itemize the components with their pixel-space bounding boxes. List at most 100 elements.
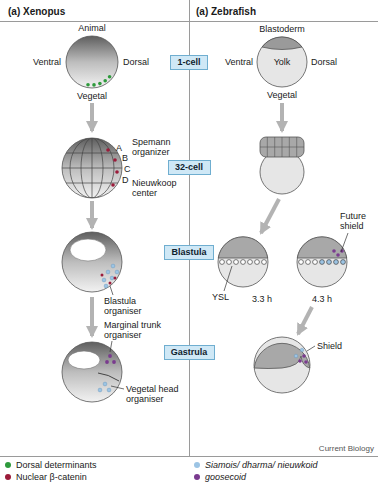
xenopus-blastula [70,239,106,261]
time-label: 3.3 h [244,294,280,304]
axis-label: Dorsal [123,57,163,67]
zebrafish-blastula [341,260,346,265]
zebrafish-blastula [241,260,246,265]
xenopus-gastrula [105,354,116,364]
zebrafish-blastula [255,260,260,265]
zebrafish-blastula [248,260,253,265]
region-label: YSL [212,292,234,302]
leader-line [110,341,112,352]
zebrafish-blastula [336,253,340,257]
zebrafish-gastrula [298,359,302,363]
xenopus-32-cell [106,148,110,152]
zebrafish-blastula [332,249,344,257]
zebrafish-gastrula [298,354,308,364]
region-label: Blastula organiser [104,296,152,316]
xenopus-egg [66,36,118,88]
leader-line [341,233,348,252]
axis-label: Vegetal [57,91,127,101]
zebrafish-blastula [332,249,336,253]
axis-label: Blastoderm [242,24,322,34]
xenopus-32-cell [106,148,119,187]
axis-label: Vegetal [247,90,317,100]
xenopus-blastula [109,282,112,285]
stage-label: Gastrula [171,347,208,357]
zebrafish-gastrula [302,354,306,358]
xenopus-gastrula [98,373,119,381]
legend-row: Nuclear β-catenin [5,472,87,482]
xenopus-egg [108,75,112,79]
xenopus-blastula [106,270,110,274]
xenopus-gastrula [107,388,111,392]
xenopus-blastula [115,270,119,274]
zebrafish-blastula [320,260,325,265]
xenopus-egg [98,82,102,86]
xenopus-blastula [101,274,104,277]
zebrafish-blastula [234,260,239,265]
stage-box: Gastrula [164,345,215,360]
xenopus-32-cell [62,138,122,198]
region-label: Spemann organizer [132,137,180,157]
legend-swatch [194,462,200,468]
legend-swatch [194,474,200,480]
leader-line [224,266,232,291]
xenopus-blastula [104,284,108,288]
legend-text: Siamois/ dharma/ nieuwkoid [205,460,318,470]
zebrafish-egg [257,37,307,87]
leader-line [307,346,315,351]
leader-line [110,233,348,389]
legend-row: Dorsal determinants [5,460,97,470]
legend-swatch [5,474,11,480]
xenopus-blastula [62,232,122,292]
stage-box: 32-cell [168,160,211,175]
zebrafish-blastula [299,260,304,265]
zebrafish-blastula [262,260,267,265]
region-label: Yolk [262,57,302,67]
xenopus-gastrula [112,360,116,364]
xenopus-egg [86,75,111,87]
panel-rules [0,0,378,457]
xenopus-blastula [102,264,119,288]
zebrafish-blastula [218,237,268,287]
zebrafish-gastrula [254,337,310,393]
xenopus-32-cell [60,153,124,154]
zebrafish-gastrula [304,360,308,364]
xenopus-32-cell [60,138,124,198]
zebrafish-blastula [297,237,346,258]
region-label: Vegetal head organiser [126,384,188,404]
xenopus-32-cell [111,183,115,187]
xenopus-32-cell [60,138,124,198]
xenopus-gastrula [98,388,102,392]
panel-rules [0,456,378,457]
stage-arrow [90,297,94,336]
watermark: Current Biology [300,444,374,454]
xenopus-gastrula [108,354,112,358]
zebrafish-gastrula [254,343,310,368]
tier-letter: D [122,175,130,185]
zebrafish-32-cell [260,147,304,148]
axis-label: Dorsal [311,57,351,67]
zebrafish-blastula [327,260,332,265]
stage-label: Blastula [171,247,206,257]
zebrafish-blastula [306,260,311,265]
stage-box: Blastula [164,245,214,260]
axis-label: Animal [62,23,122,33]
xenopus-blastula [111,264,115,268]
zebrafish-32-cell [260,137,304,194]
zebrafish-blastula [313,260,318,265]
stage-arrow [90,103,94,131]
zebrafish-blastula [320,260,346,265]
xenopus-blastula [110,276,114,280]
axis-label: Ventral [16,57,61,67]
leader-line [111,386,124,389]
region-label: Future shield [340,211,374,231]
xenopus-32-cell [115,170,119,174]
zebrafish-blastula [299,260,318,265]
region-label: Nieuwkoop center [132,178,184,198]
xenopus-gastrula [98,382,111,392]
legend-swatch [5,462,11,468]
legend-text: Dorsal determinants [16,460,97,470]
xenopus-gastrula [62,342,122,402]
